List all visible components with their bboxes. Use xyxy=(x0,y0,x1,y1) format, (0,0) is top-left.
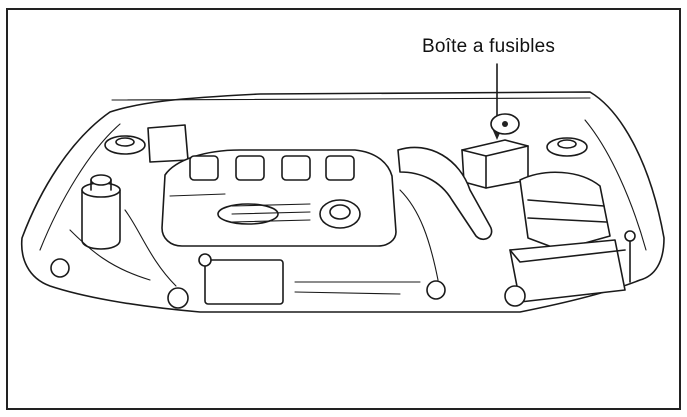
intake-hose xyxy=(397,146,493,241)
lower-components xyxy=(50,253,526,309)
hood-outline xyxy=(20,91,665,313)
fuse-box xyxy=(461,139,529,189)
air-filter-housing xyxy=(519,171,611,251)
battery xyxy=(509,239,626,303)
fluid-reservoir xyxy=(81,174,121,250)
dipstick xyxy=(624,230,636,283)
fuse-box-label: Boîte a fusibles xyxy=(422,36,556,57)
right-strut-mount xyxy=(490,113,588,157)
left-strut-mount xyxy=(104,124,189,163)
engine-cover xyxy=(161,149,397,247)
